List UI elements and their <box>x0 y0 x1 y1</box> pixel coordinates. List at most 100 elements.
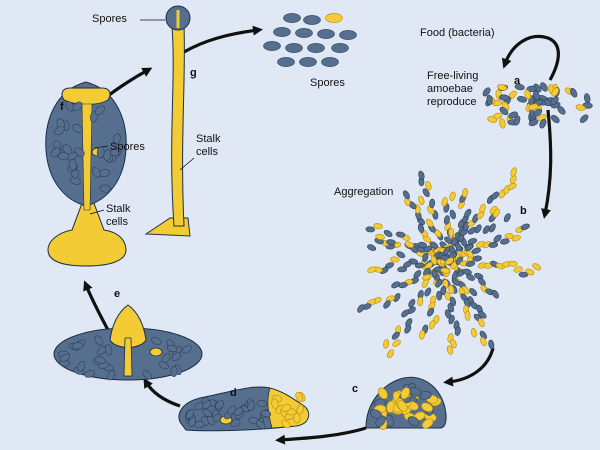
sorus-cell <box>68 159 77 171</box>
spore-cell <box>307 43 325 53</box>
sorus-cell <box>72 123 83 134</box>
stream-cell <box>469 288 478 297</box>
stream-cell <box>491 289 499 299</box>
stream-cell <box>422 274 432 281</box>
stream-cell <box>470 328 477 338</box>
stream-cell <box>422 188 430 198</box>
sorus-cell <box>112 133 121 145</box>
spore-cell <box>321 57 339 67</box>
stream-cell <box>390 256 400 263</box>
mound-cell <box>369 409 382 419</box>
sorus-cell <box>54 125 65 136</box>
slug-cell <box>230 419 241 427</box>
stream-cell <box>449 209 456 220</box>
stream-cell <box>357 304 365 313</box>
amoeba-cell <box>533 108 543 117</box>
stream-cell <box>448 227 455 238</box>
arrow-d-to-e <box>143 377 181 408</box>
slug-front-cell <box>281 419 291 429</box>
label-spores-cluster: Spores <box>310 77 345 89</box>
amoeba-cell <box>584 93 591 104</box>
step-label-c: c <box>352 383 358 395</box>
stream-cell <box>454 326 461 336</box>
slug-cell <box>202 400 212 410</box>
slug-cell <box>256 420 266 430</box>
mound-cell <box>421 402 434 412</box>
stream-cell <box>418 170 425 180</box>
stream-cell <box>383 229 393 237</box>
stream-cell <box>507 183 517 190</box>
amoeba-cell <box>514 83 525 91</box>
amoeba-cell <box>497 84 508 91</box>
slug-cell <box>194 420 205 428</box>
sorus-cell <box>92 167 101 178</box>
slug-cell <box>227 405 237 415</box>
amoeba-cell <box>570 88 578 98</box>
stream-cell <box>417 296 424 307</box>
arrow-a-to-b <box>541 109 553 219</box>
stream-cell <box>471 247 481 254</box>
aggregating-cell <box>445 257 454 265</box>
amoeba-cell <box>513 115 521 126</box>
culmination-cell <box>59 353 71 362</box>
slug-cell <box>233 407 244 416</box>
stream-cell <box>367 266 377 273</box>
stream-cell <box>392 339 401 347</box>
stream-cell <box>488 241 499 248</box>
stream-cell <box>417 241 428 248</box>
amoeba-cell <box>526 85 537 93</box>
sorus-cell <box>99 184 112 193</box>
culmination-cell <box>142 370 152 380</box>
amoeba-cell <box>575 104 586 111</box>
stream-cell <box>446 345 454 355</box>
stream-cell <box>479 330 487 340</box>
amoeba-cell <box>524 89 532 100</box>
step-label-e: e <box>114 288 120 300</box>
stream-cell <box>464 208 472 218</box>
slug-front-cell <box>281 404 292 412</box>
stream-cell <box>391 331 400 340</box>
stream-cell <box>448 284 455 295</box>
stream-cell <box>424 287 432 297</box>
stream-cell <box>465 260 476 267</box>
sorus-cell <box>94 105 105 116</box>
spore-cell <box>299 57 317 67</box>
stream-cell <box>488 223 496 233</box>
label-food: Food (bacteria) <box>420 27 495 39</box>
spore-cell <box>339 30 357 40</box>
culmination-cell <box>94 335 104 346</box>
stream-cell <box>395 231 406 238</box>
stream-cell <box>427 307 435 317</box>
stream-cell <box>383 339 390 349</box>
slug-cell <box>186 409 195 419</box>
stream-cell <box>414 262 425 269</box>
label-stalk-f-1: Stalk <box>106 203 131 215</box>
stalk-g-shaft <box>171 25 185 227</box>
stream-cell <box>511 234 521 242</box>
slug-cell <box>260 409 272 418</box>
stream-cell <box>448 314 455 325</box>
amoeba-cell <box>540 82 548 92</box>
stream-cell <box>474 224 482 234</box>
stream-cell <box>474 272 484 280</box>
amoeba-cell <box>528 103 539 111</box>
amoeba-cell <box>486 94 493 106</box>
cell-e-yellow <box>149 347 163 357</box>
spore-cell <box>273 27 291 37</box>
stream-cell <box>463 298 471 308</box>
stream-cell <box>404 324 412 334</box>
slug-cell <box>188 416 197 427</box>
slug-front-cell <box>271 398 279 409</box>
stream-cell <box>449 191 456 201</box>
culmination-cell <box>84 370 96 378</box>
step-label-d: d <box>230 387 237 399</box>
spore-cell <box>303 15 321 25</box>
cells-layer <box>50 13 593 430</box>
amoeba-cell <box>533 90 540 101</box>
stream-cell <box>482 225 490 235</box>
culmination-cell <box>151 336 162 345</box>
stream-cell <box>391 281 401 289</box>
stream-cell <box>492 208 500 218</box>
stream-cell <box>518 271 529 278</box>
